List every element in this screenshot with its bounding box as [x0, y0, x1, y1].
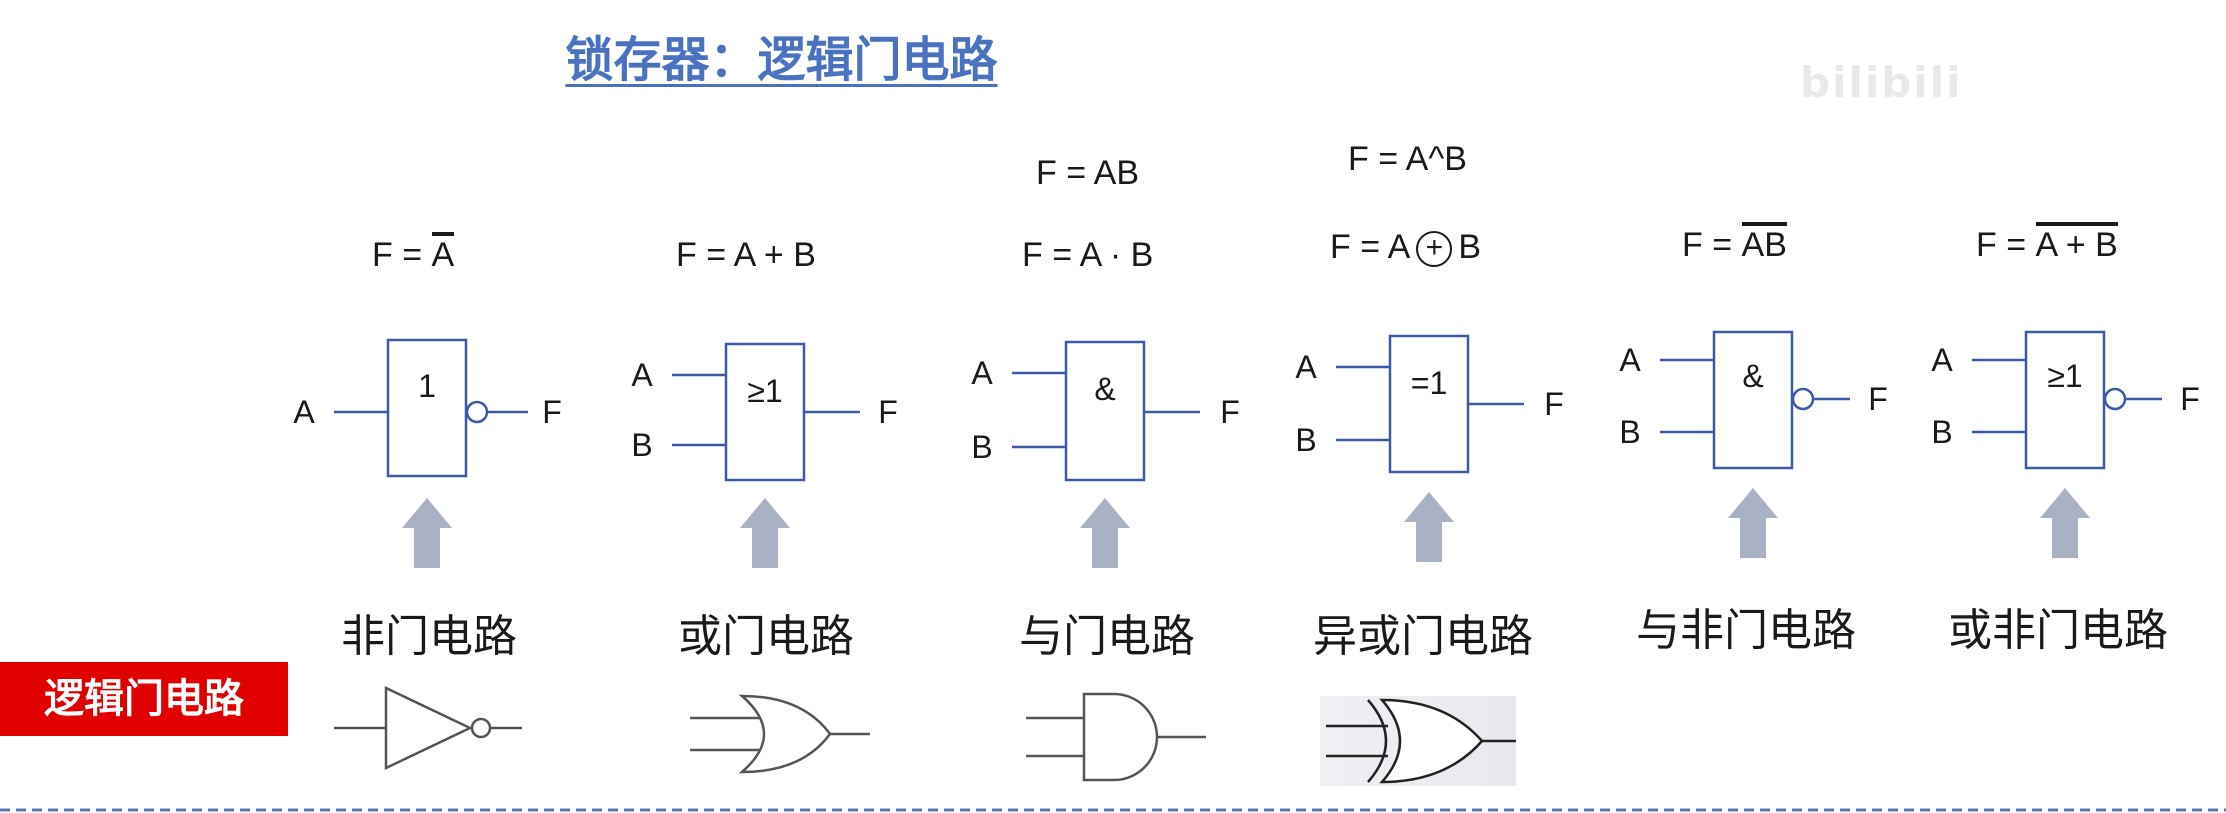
nand-input-label-a: A — [1619, 342, 1641, 378]
nand-invert-bubble — [1791, 387, 1815, 411]
nor-gate-symbol: ≥1 — [2047, 358, 2082, 394]
gate-name-nand: 与非门电路 — [1636, 605, 1856, 656]
up-arrows — [402, 488, 2090, 568]
nand-gate-rect — [1712, 330, 1794, 470]
nor-input-label-b: B — [1931, 414, 1952, 450]
or-input-label-b: B — [631, 427, 652, 463]
and-gate-rect — [1064, 340, 1146, 482]
and-input-label-a: A — [971, 355, 993, 391]
formula-or: F = A + B — [676, 236, 816, 274]
and-gate-symbol: & — [1094, 371, 1115, 407]
arrow-up-icon — [1080, 498, 1130, 568]
not-gate-ansi-icon — [334, 686, 522, 770]
not-gate-symbol: 1 — [418, 368, 436, 404]
nand-input-label-b: B — [1619, 414, 1640, 450]
formula-nand-prefix: F = — [1682, 226, 1742, 264]
xor-input-label-a: A — [1295, 349, 1317, 385]
page-title: 锁存器：逻辑门电路 — [0, 20, 1563, 90]
formula-and-top: F = AB — [1036, 154, 1139, 192]
arrow-up-icon — [402, 498, 452, 568]
or-gate-rect — [724, 342, 806, 482]
or-output-label-f: F — [878, 394, 898, 430]
gate-name-not: 非门电路 — [341, 611, 517, 662]
nor-output-label-f: F — [2180, 381, 2200, 417]
xor-input-label-b: B — [1295, 422, 1316, 458]
or-gate-ansi-icon — [690, 694, 870, 774]
or-input-label-a: A — [631, 357, 653, 393]
formula-xor-top: F = A^B — [1348, 140, 1467, 178]
page-title-text: 锁存器：逻辑门电路 — [565, 32, 998, 88]
formula-xor: F = A+B — [1330, 228, 1482, 268]
gate-name-xor: 异或门电路 — [1313, 611, 1533, 662]
arrow-up-icon — [1404, 492, 1454, 562]
formula-nor: F = A + B — [1976, 222, 2118, 265]
not-input-label-a: A — [293, 394, 315, 430]
arrow-up-icon — [740, 498, 790, 568]
not-gate-rect — [386, 338, 468, 478]
nand-gate-symbol: & — [1742, 358, 1763, 394]
and-gate-box: & A B F — [971, 340, 1240, 482]
nor-gate-rect — [2024, 330, 2106, 470]
formula-nand: F = AB — [1682, 222, 1787, 265]
xor-gate-ansi-icon — [1320, 696, 1516, 786]
formula-nand-overline: AB — [1741, 222, 1787, 262]
or-gate-box: ≥1 A B F — [631, 342, 898, 482]
bilibili-watermark: bilibili — [1800, 58, 1963, 107]
ansi-gate-symbols — [334, 686, 1516, 786]
formula-not-prefix: F = — [372, 236, 432, 274]
xor-output-label-f: F — [1544, 386, 1564, 422]
formula-and: F = A · B — [1022, 236, 1154, 274]
xor-gate-symbol: =1 — [1411, 365, 1447, 401]
xor-gate-rect — [1388, 334, 1470, 474]
and-gate-ansi-icon — [1026, 692, 1206, 782]
gate-name-nor: 或非门电路 — [1948, 605, 2168, 656]
nand-gate-box: & A B F — [1619, 330, 1888, 470]
formula-not: F = A — [372, 232, 455, 275]
and-input-label-b: B — [971, 429, 992, 465]
nor-invert-bubble — [2103, 387, 2127, 411]
nand-output-label-f: F — [1868, 381, 1888, 417]
formula-xor-left: F = A — [1330, 228, 1411, 266]
not-invert-bubble — [465, 400, 489, 424]
and-output-label-f: F — [1220, 394, 1240, 430]
nor-gate-box: ≥1 A B F — [1931, 330, 2200, 470]
arrow-up-icon — [2040, 488, 2090, 558]
formula-not-overline: A — [431, 232, 455, 272]
formula-nor-overline: A + B — [2035, 222, 2118, 262]
formula-xor-right: B — [1458, 228, 1482, 266]
nor-input-label-a: A — [1931, 342, 1953, 378]
section-label-badge: 逻辑门电路 — [0, 662, 288, 736]
formula-nor-prefix: F = — [1976, 226, 2036, 264]
gate-name-or: 或门电路 — [678, 611, 854, 662]
xor-circle-plus-icon: + — [1416, 231, 1453, 268]
arrow-up-icon — [1728, 488, 1778, 558]
not-output-label-f: F — [542, 394, 562, 430]
or-gate-symbol: ≥1 — [747, 373, 782, 409]
xor-gate-box: =1 A B F — [1295, 334, 1564, 474]
gate-name-and: 与门电路 — [1019, 611, 1195, 662]
not-gate-box: 1 A F — [293, 338, 562, 478]
